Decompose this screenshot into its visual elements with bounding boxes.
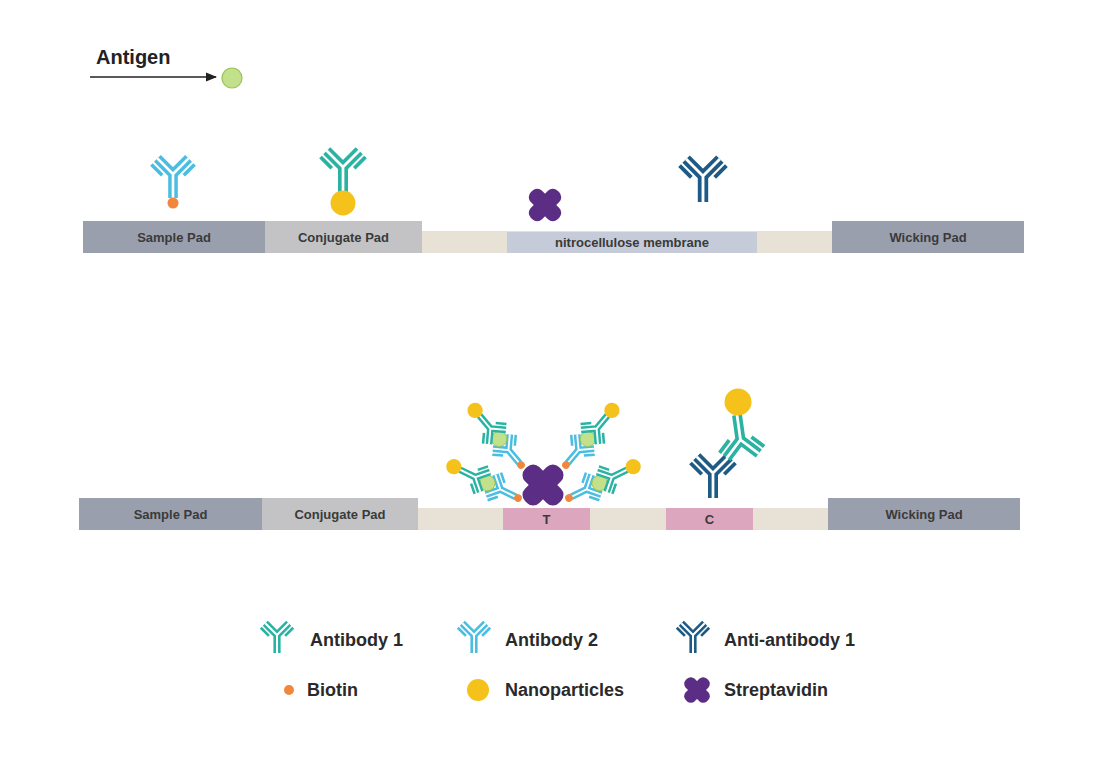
legend-icons [261, 623, 712, 705]
antibody-gap [697, 457, 730, 498]
antibody-light-chain [677, 628, 709, 636]
antibody-figure [715, 412, 765, 459]
antigen-arrow [90, 76, 216, 78]
nanoparticle-dot [601, 400, 623, 422]
antibody-figure [321, 151, 366, 192]
antibody-figure [677, 623, 709, 653]
antibody-gap [721, 413, 759, 458]
antibody-light-chain [478, 418, 506, 444]
antibody-figure [458, 623, 490, 653]
legend-label: Nanoparticles [505, 680, 624, 701]
legend-label: Streptavidin [724, 680, 828, 701]
streptavidin-core [689, 682, 705, 698]
antibody-light-chain [321, 157, 366, 168]
sample-pad: Sample Pad [83, 221, 265, 253]
antibody-heavy-chain [681, 623, 704, 653]
legend-swatch [284, 685, 294, 695]
antibody-heavy-chain [462, 623, 485, 653]
node-label: nitrocellulose membrane [555, 235, 709, 250]
antibody-gap [462, 623, 485, 653]
antibody-heavy-chain [157, 158, 188, 198]
antibody-light-chain [718, 435, 764, 452]
antibody-gap [686, 159, 720, 202]
sample-pad: Sample Pad [79, 498, 262, 530]
node-label: C [705, 512, 714, 527]
legend-swatch [682, 675, 712, 705]
antibody-heavy-chain [697, 457, 730, 498]
antibody-heavy-chain [686, 159, 720, 202]
node-label: Wicking Pad [889, 230, 966, 245]
streptavidin-figure [519, 461, 567, 509]
antibody-heavy-chain [721, 413, 759, 458]
antibody-gap [157, 158, 188, 198]
nanoparticle-dot [444, 456, 464, 476]
test-line: T [503, 508, 590, 530]
sandwich-complex [552, 395, 629, 478]
legend-label: Antibody 1 [310, 630, 403, 651]
node-label: Sample Pad [137, 230, 211, 245]
legend-label: Anti-antibody 1 [724, 630, 855, 651]
legend-label: Biotin [307, 680, 358, 701]
antigen-dot [222, 68, 242, 88]
wicking-pad: Wicking Pad [828, 498, 1020, 530]
antibody-light-chain [458, 628, 490, 636]
antibody-light-chain [680, 166, 727, 178]
sandwich-complex [559, 450, 647, 514]
molecule-figures [151, 151, 765, 514]
antibody-figure [680, 159, 727, 202]
wicking-pad: Wicking Pad [832, 221, 1024, 253]
nanoparticle-dot [623, 456, 643, 476]
node-label: Sample Pad [134, 507, 208, 522]
node-label: Wicking Pad [885, 507, 962, 522]
antibody-light-chain [151, 164, 194, 175]
antibody-gap [327, 151, 360, 192]
legend-swatch [467, 679, 489, 701]
biotin-dot [561, 460, 572, 471]
antibody-light-chain [468, 463, 488, 494]
streptavidin-core [531, 473, 556, 498]
antibody-figure [691, 457, 736, 498]
membrane-band: nitrocellulose membrane [507, 232, 757, 253]
sandwich-complex [440, 450, 528, 514]
streptavidin-arm [526, 186, 564, 224]
streptavidin-arm [519, 461, 567, 509]
antibody-heavy-chain [265, 623, 288, 653]
antibody-light-chain [599, 463, 619, 494]
nanoparticle-dot [331, 191, 356, 216]
node-label: Conjugate Pad [298, 230, 389, 245]
biotin-dot [513, 493, 523, 503]
sandwich-complex [458, 395, 535, 478]
antibody-heavy-chain [327, 151, 360, 192]
conjugate-pad: Conjugate Pad [262, 498, 418, 530]
biotin-dot [168, 198, 179, 209]
antigen-label: Antigen [96, 46, 170, 69]
antibody-gap [681, 623, 704, 653]
streptavidin-figure [526, 186, 564, 224]
antibody-figure [151, 158, 194, 198]
antibody-gap [265, 623, 288, 653]
legend-label: Antibody 2 [505, 630, 598, 651]
antibody-figure [261, 623, 293, 653]
streptavidin-arm [682, 675, 712, 705]
node-label: Conjugate Pad [294, 507, 385, 522]
streptavidin-arm [526, 186, 564, 224]
antibody-light-chain [261, 628, 293, 636]
antibody-light-chain [581, 418, 609, 444]
streptavidin-arm [682, 675, 712, 705]
conjugate-pad: Conjugate Pad [265, 221, 422, 253]
antibody-light-chain [691, 463, 736, 474]
biotin-dot [564, 493, 574, 503]
streptavidin-arm [519, 461, 567, 509]
biotin-dot [516, 460, 527, 471]
control-line: C [666, 508, 753, 530]
streptavidin-core [535, 195, 555, 215]
node-label: T [543, 512, 551, 527]
nanoparticle-dot [725, 389, 752, 416]
nanoparticle-dot [464, 400, 486, 422]
